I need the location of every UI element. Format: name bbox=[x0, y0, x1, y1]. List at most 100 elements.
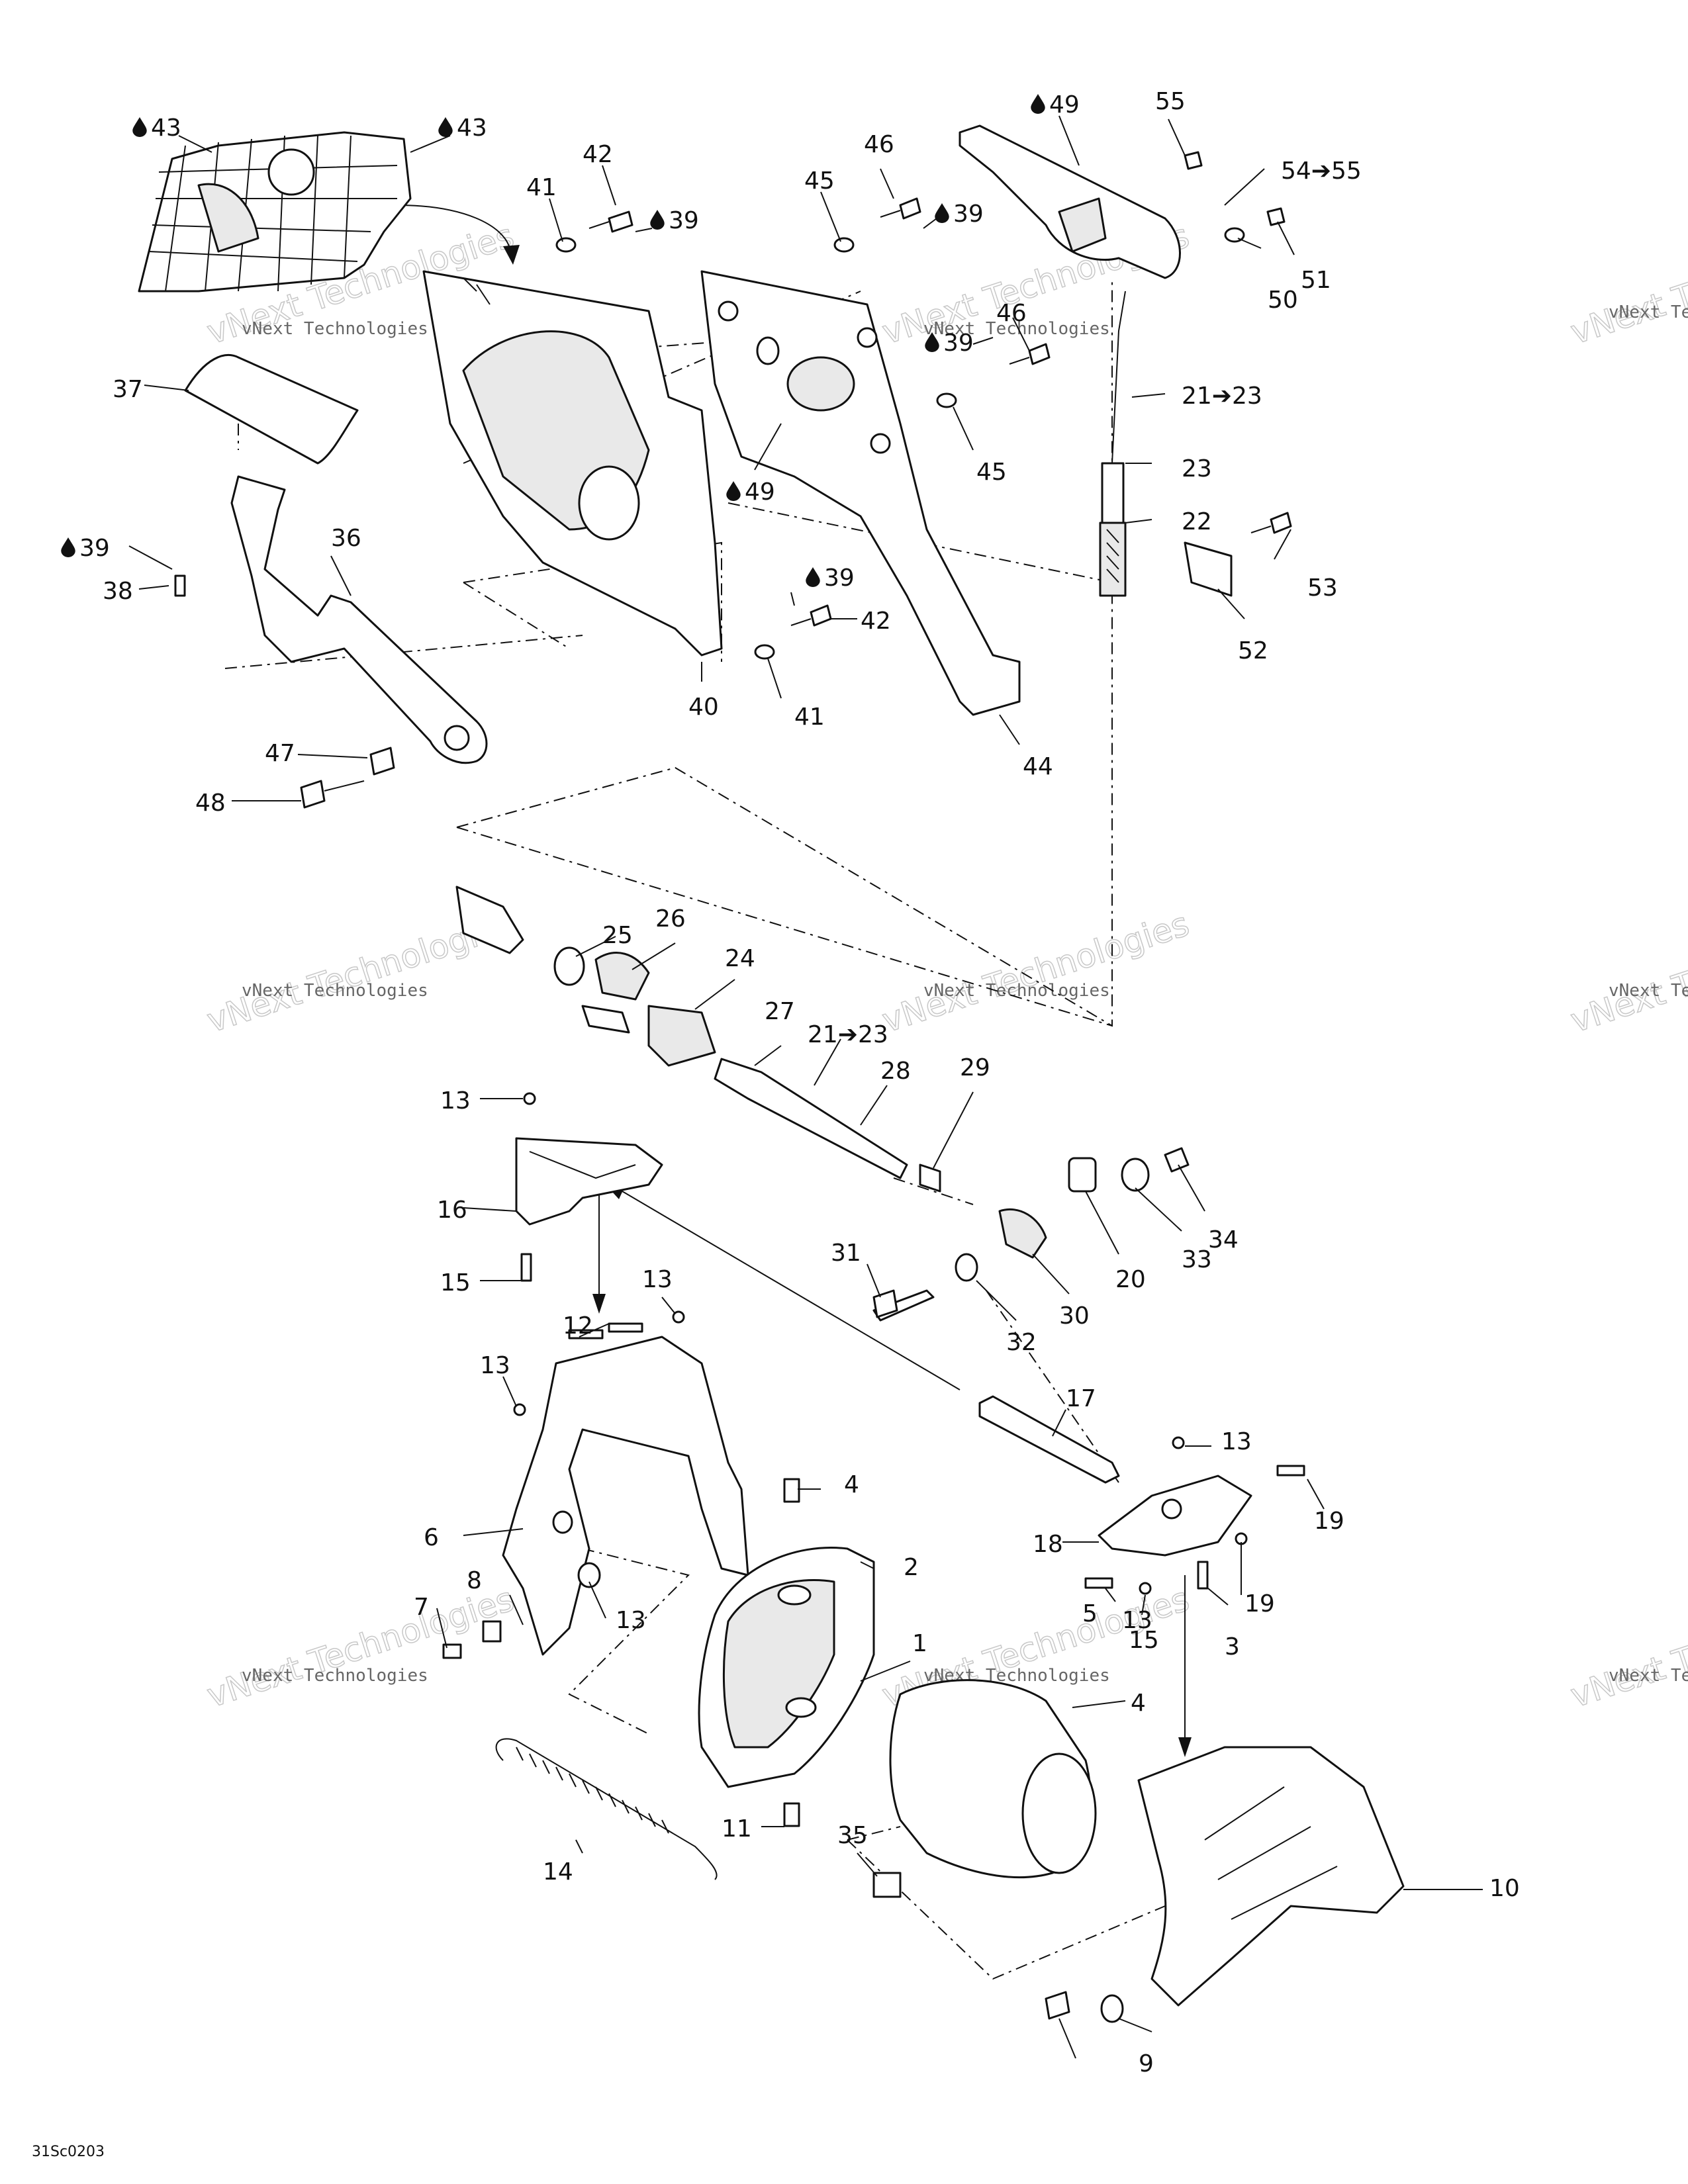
callout-number: 22 bbox=[1182, 508, 1212, 535]
drop-icon bbox=[650, 210, 665, 230]
callout-number: 49 bbox=[1049, 91, 1080, 118]
part-small-hardware bbox=[872, 1147, 1190, 1322]
callout-number: 29 bbox=[960, 1054, 990, 1081]
callout-number: 50 bbox=[1268, 287, 1298, 314]
drop-icon bbox=[935, 203, 949, 223]
callout-number: 30 bbox=[1059, 1302, 1090, 1330]
callout-2: 2 bbox=[904, 1554, 919, 1581]
callout-6: 6 bbox=[424, 1524, 439, 1551]
part-44-plate bbox=[700, 270, 1021, 716]
callout-18: 18 bbox=[1033, 1531, 1063, 1558]
callout-52: 52 bbox=[1238, 637, 1268, 664]
callout-42: 42 bbox=[583, 141, 613, 168]
callout-53: 53 bbox=[1307, 574, 1338, 602]
callout-9: 9 bbox=[1139, 2050, 1154, 2077]
callout-54-55: 54➔55 bbox=[1281, 158, 1362, 185]
callout-number: 13 bbox=[616, 1607, 646, 1634]
callout-number: 39 bbox=[669, 207, 699, 234]
callout-43: 43 bbox=[132, 114, 181, 142]
leader-lines bbox=[128, 115, 1483, 2059]
callout-number: 34 bbox=[1208, 1226, 1239, 1253]
callout-number: 36 bbox=[331, 525, 361, 552]
callout-19: 19 bbox=[1314, 1508, 1344, 1535]
callout-39: 39 bbox=[935, 201, 984, 228]
callout-number: 43 bbox=[457, 114, 487, 142]
callout-12: 12 bbox=[563, 1312, 593, 1340]
callout-number: 39 bbox=[824, 565, 855, 592]
watermark: vNext Technologies bbox=[242, 1666, 428, 1686]
callout-number: 2 bbox=[904, 1554, 919, 1581]
callout-21-23: 21➔23 bbox=[808, 1021, 888, 1048]
callout-number: 42 bbox=[861, 608, 891, 635]
part-54-lever bbox=[959, 124, 1181, 279]
part-40-plate bbox=[422, 270, 723, 657]
callout-number: 21➔23 bbox=[1182, 383, 1262, 410]
watermark: vNext Technologies bbox=[1609, 981, 1688, 1001]
callout-number: 11 bbox=[722, 1815, 752, 1843]
callout-number: 28 bbox=[880, 1058, 911, 1085]
callout-number: 45 bbox=[976, 459, 1007, 486]
callout-39: 39 bbox=[925, 330, 974, 357]
callout-15: 15 bbox=[440, 1269, 471, 1297]
callout-number: 53 bbox=[1307, 574, 1338, 602]
callout-number: 19 bbox=[1314, 1508, 1344, 1535]
callout-33: 33 bbox=[1182, 1246, 1212, 1273]
callout-number: 42 bbox=[583, 141, 613, 168]
callout-13: 13 bbox=[1221, 1428, 1252, 1455]
callout-45: 45 bbox=[976, 459, 1007, 486]
callout-13: 13 bbox=[440, 1087, 471, 1115]
watermark: vNext Technologies bbox=[242, 319, 428, 339]
part-37-pad bbox=[184, 354, 359, 465]
callout-number: 4 bbox=[844, 1471, 859, 1498]
callout-35: 35 bbox=[837, 1822, 868, 1849]
callout-number: 1 bbox=[912, 1630, 927, 1657]
callout-39: 39 bbox=[650, 207, 699, 234]
callout-13: 13 bbox=[616, 1607, 646, 1634]
callout-number: 48 bbox=[195, 790, 226, 817]
drop-icon bbox=[132, 117, 147, 137]
callout-50: 50 bbox=[1268, 287, 1298, 314]
watermark: vNext Technologies bbox=[878, 905, 1194, 1040]
callout-17: 17 bbox=[1066, 1385, 1096, 1412]
callout-26: 26 bbox=[655, 905, 686, 933]
callout-49: 49 bbox=[726, 478, 775, 506]
callout-31: 31 bbox=[831, 1240, 861, 1267]
callout-number: 13 bbox=[480, 1352, 510, 1379]
callout-40: 40 bbox=[688, 694, 719, 721]
callout-number: 23 bbox=[1182, 455, 1212, 482]
callout-29: 29 bbox=[960, 1054, 990, 1081]
callout-number: 35 bbox=[837, 1822, 868, 1849]
callout-28: 28 bbox=[880, 1058, 911, 1085]
callout-44: 44 bbox=[1023, 753, 1053, 780]
callout-20: 20 bbox=[1115, 1266, 1146, 1293]
callout-19: 19 bbox=[1244, 1590, 1275, 1617]
callout-37: 37 bbox=[113, 376, 143, 403]
callout-25: 25 bbox=[602, 922, 633, 949]
callout-number: 9 bbox=[1139, 2050, 1154, 2077]
callout-number: 10 bbox=[1489, 1875, 1520, 1902]
watermark: vNext Technologies bbox=[923, 981, 1110, 1001]
drawing-code: 31Sc0203 bbox=[32, 2144, 105, 2160]
callout-number: 18 bbox=[1033, 1531, 1063, 1558]
callout-number: 39 bbox=[943, 330, 974, 357]
callout-number: 14 bbox=[543, 1858, 573, 1886]
drop-icon bbox=[726, 481, 741, 501]
callout-number: 19 bbox=[1244, 1590, 1275, 1617]
callout-15: 15 bbox=[1129, 1627, 1159, 1654]
callout-number: 25 bbox=[602, 922, 633, 949]
callout-number: 24 bbox=[725, 945, 755, 972]
callout-51: 51 bbox=[1301, 267, 1331, 294]
watermark: vNext Technologies bbox=[1566, 1580, 1688, 1715]
callout-10: 10 bbox=[1489, 1875, 1520, 1902]
callout-3: 3 bbox=[1225, 1633, 1240, 1661]
callout-number: 8 bbox=[467, 1567, 482, 1594]
callout-22: 22 bbox=[1182, 508, 1212, 535]
part-16-bracket bbox=[515, 1137, 663, 1226]
callout-13: 13 bbox=[1122, 1607, 1152, 1634]
callout-number: 27 bbox=[765, 998, 795, 1025]
callout-number: 41 bbox=[794, 704, 825, 731]
callout-39: 39 bbox=[806, 565, 855, 592]
callout-number: 55 bbox=[1155, 88, 1186, 115]
part-2-housing bbox=[698, 1547, 875, 1788]
watermark: vNext Technologies bbox=[1566, 905, 1688, 1040]
